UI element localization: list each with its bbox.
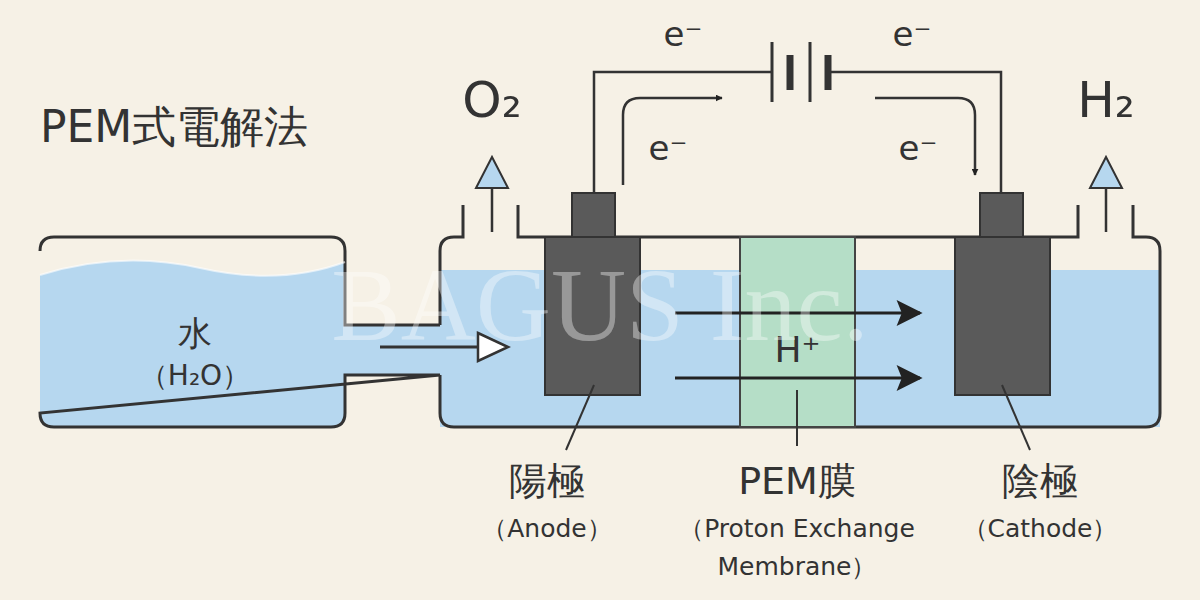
- battery-symbol: [772, 42, 828, 102]
- gas-arrowhead: [1090, 157, 1122, 188]
- electron-label: e⁻: [893, 9, 932, 60]
- gas-label: O₂: [462, 63, 521, 138]
- part-label: （Proton Exchange Membrane）: [642, 510, 952, 585]
- part-label: （Anode）: [482, 510, 612, 548]
- title: PEM式電解法: [40, 98, 308, 157]
- part-label: PEM膜: [738, 453, 856, 510]
- electron-flow-arrow: [623, 98, 722, 185]
- electron-flow-arrow: [875, 98, 975, 175]
- node-text: 水: [178, 311, 212, 357]
- wire: [828, 72, 1001, 193]
- node-text: （H₂O）: [140, 357, 250, 395]
- leader-line: [1002, 385, 1030, 450]
- gas-arrow: [491, 185, 494, 232]
- proton-arrow: [675, 377, 920, 380]
- water-tank-box: 水（H₂O）: [70, 290, 320, 415]
- electron-label: e⁻: [649, 123, 688, 174]
- watermark: BAGUS Inc.: [331, 227, 868, 383]
- part-label: （Cathode）: [963, 510, 1118, 548]
- part-label: 陽極: [509, 453, 585, 510]
- gas-arrowhead: [476, 157, 508, 188]
- water-wave: [40, 260, 345, 275]
- anode-terminal: [572, 193, 615, 237]
- gas-label: H₂: [1077, 63, 1135, 138]
- electron-label: e⁻: [899, 123, 938, 174]
- part-label: 陰極: [1002, 453, 1078, 510]
- cathode: [955, 237, 1050, 395]
- wire: [594, 72, 772, 193]
- cathode-terminal: [980, 193, 1023, 237]
- leader-line: [566, 385, 594, 450]
- leader-line: [796, 390, 798, 446]
- gas-arrow: [1105, 185, 1108, 232]
- electron-label: e⁻: [664, 9, 703, 60]
